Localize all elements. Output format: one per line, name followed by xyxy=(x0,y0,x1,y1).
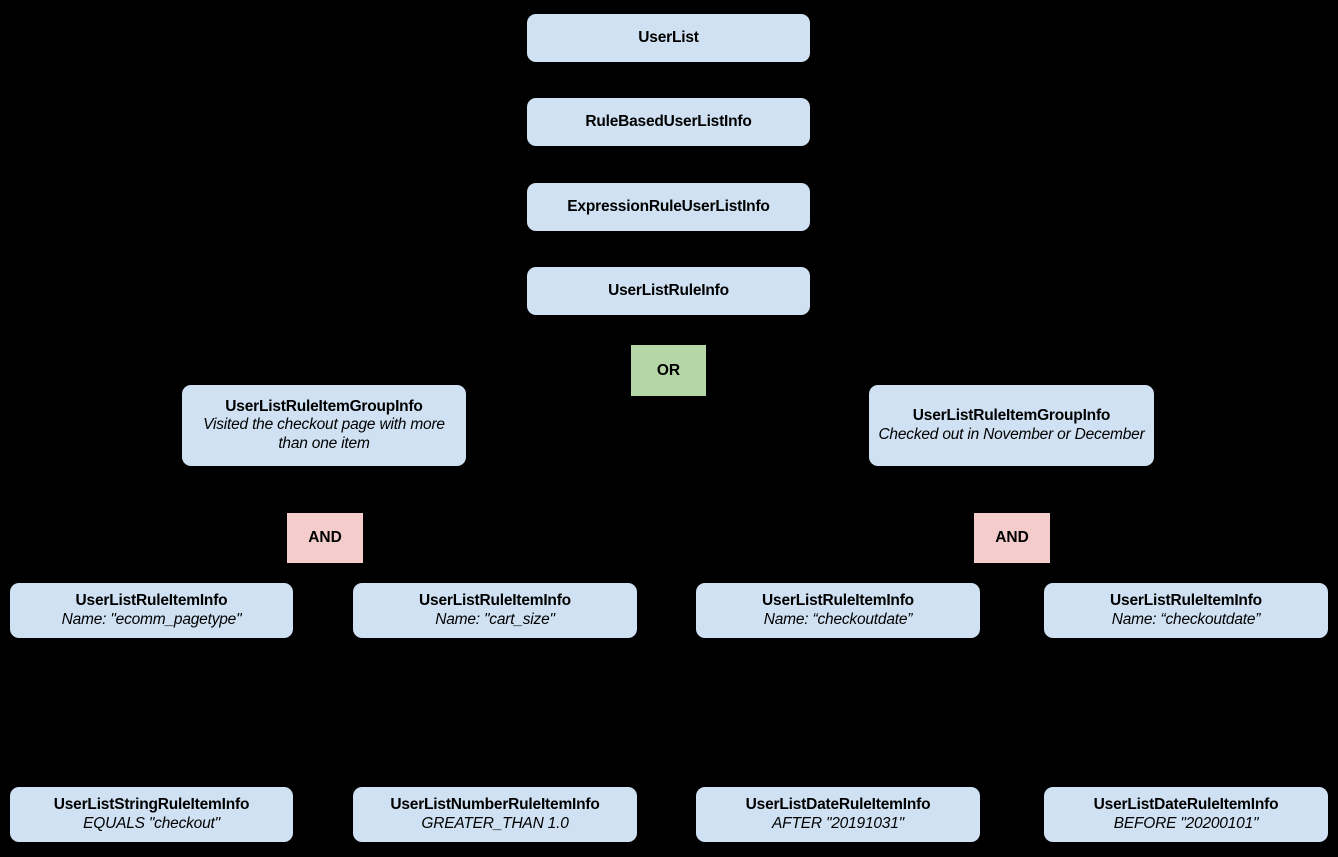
node-leaf-4-title: UserListDateRuleItemInfo xyxy=(1093,796,1279,814)
node-group-right-subtitle: Checked out in November or December xyxy=(878,425,1145,443)
node-leaf-2-subtitle: GREATER_THAN 1.0 xyxy=(421,814,569,832)
node-leaf-4-subtitle: BEFORE "20200101" xyxy=(1113,814,1259,832)
node-rule-item-2[interactable]: UserListRuleItemInfo Name: "cart_size" xyxy=(353,583,637,638)
node-rule-item-2-title: UserListRuleItemInfo xyxy=(419,592,571,610)
node-user-list-title: UserList xyxy=(638,28,699,46)
node-leaf-3[interactable]: UserListDateRuleItemInfo AFTER "20191031… xyxy=(696,787,980,842)
node-leaf-4[interactable]: UserListDateRuleItemInfo BEFORE "2020010… xyxy=(1044,787,1328,842)
operator-and-right-label: AND xyxy=(995,529,1029,546)
node-rule-item-3-title: UserListRuleItemInfo xyxy=(762,592,914,610)
node-leaf-1-subtitle: EQUALS "checkout" xyxy=(83,814,220,832)
operator-and-left-label: AND xyxy=(308,529,342,546)
node-group-left-subtitle: Visited the checkout page with more than… xyxy=(203,416,445,452)
node-expression-rule-user-list-info-title: ExpressionRuleUserListInfo xyxy=(567,197,770,215)
node-rule-item-3-subtitle: Name: “checkoutdate” xyxy=(763,610,913,628)
node-leaf-2[interactable]: UserListNumberRuleItemInfo GREATER_THAN … xyxy=(353,787,637,842)
node-group-right-title: UserListRuleItemGroupInfo xyxy=(912,407,1111,425)
node-leaf-1[interactable]: UserListStringRuleItemInfo EQUALS "check… xyxy=(10,787,293,842)
node-rule-item-1-subtitle: Name: "ecomm_pagetype" xyxy=(61,610,242,628)
edge-and-left-to-rule2 xyxy=(347,562,495,584)
node-leaf-2-title: UserListNumberRuleItemInfo xyxy=(390,796,600,814)
operator-and-left[interactable]: AND xyxy=(287,513,363,563)
node-rule-item-4-title: UserListRuleItemInfo xyxy=(1110,592,1262,610)
operator-and-right[interactable]: AND xyxy=(974,513,1050,563)
edge-and-left-to-rule1 xyxy=(150,562,301,584)
node-user-list[interactable]: UserList xyxy=(527,14,810,62)
node-group-left[interactable]: UserListRuleItemGroupInfo Visited the ch… xyxy=(182,385,466,466)
node-rule-item-3[interactable]: UserListRuleItemInfo Name: “checkoutdate… xyxy=(696,583,980,638)
node-leaf-1-title: UserListStringRuleItemInfo xyxy=(53,796,250,814)
operator-or-top-label: OR xyxy=(656,361,681,379)
node-rule-item-2-subtitle: Name: "cart_size" xyxy=(435,610,555,628)
edge-and-right-to-rule4 xyxy=(1035,562,1187,584)
node-rule-item-1-title: UserListRuleItemInfo xyxy=(75,592,228,610)
node-expression-rule-user-list-info[interactable]: ExpressionRuleUserListInfo xyxy=(527,183,810,231)
node-rule-item-4[interactable]: UserListRuleItemInfo Name: “checkoutdate… xyxy=(1044,583,1328,638)
node-group-right[interactable]: UserListRuleItemGroupInfo Checked out in… xyxy=(869,385,1154,466)
node-rule-item-4-subtitle: Name: “checkoutdate” xyxy=(1111,610,1261,628)
node-leaf-3-title: UserListDateRuleItemInfo xyxy=(745,796,931,814)
node-user-list-rule-info[interactable]: UserListRuleInfo xyxy=(527,267,810,315)
node-user-list-rule-info-title: UserListRuleInfo xyxy=(608,281,729,299)
node-rule-based-user-list-info-title: RuleBasedUserListInfo xyxy=(585,112,752,130)
node-leaf-3-subtitle: AFTER "20191031" xyxy=(772,814,904,832)
node-rule-based-user-list-info[interactable]: RuleBasedUserListInfo xyxy=(527,98,810,146)
node-rule-item-1[interactable]: UserListRuleItemInfo Name: "ecomm_pagety… xyxy=(10,583,293,638)
operator-or-top[interactable]: OR xyxy=(631,345,706,396)
edge-and-right-to-rule3 xyxy=(837,562,991,584)
node-group-left-title: UserListRuleItemGroupInfo xyxy=(225,398,423,416)
